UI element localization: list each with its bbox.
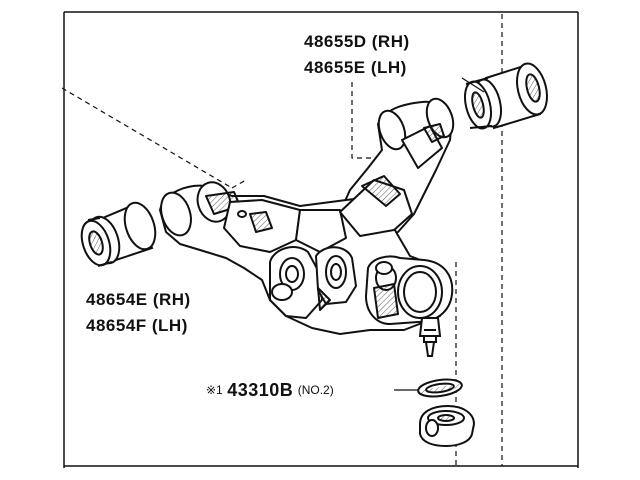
dust-boot: [419, 404, 476, 448]
front-bushing-rh-label: 48654E (RH): [86, 290, 191, 309]
ball-joint-label: ※1 43310B (NO.2): [206, 380, 334, 400]
leader-rear-bushing: [461, 77, 485, 93]
ball-joint-note: (NO.2): [297, 383, 334, 397]
diagram-frame: [63, 11, 579, 468]
lower-control-arm: [159, 97, 455, 335]
ball-joint-prefix: ※1: [206, 383, 223, 397]
ball-joint-part-number: 43310B: [227, 380, 294, 400]
front-bushing-lh-label: 48654F (LH): [86, 316, 188, 335]
washer: [417, 378, 463, 398]
ball-joint-stud: [418, 317, 442, 357]
rear-bushing-lh-label: 48655E (LH): [304, 58, 407, 77]
front-bushing: [80, 201, 157, 267]
rear-bushing-rh-label: 48655D (RH): [304, 32, 410, 51]
rear-bushing: [463, 62, 548, 130]
